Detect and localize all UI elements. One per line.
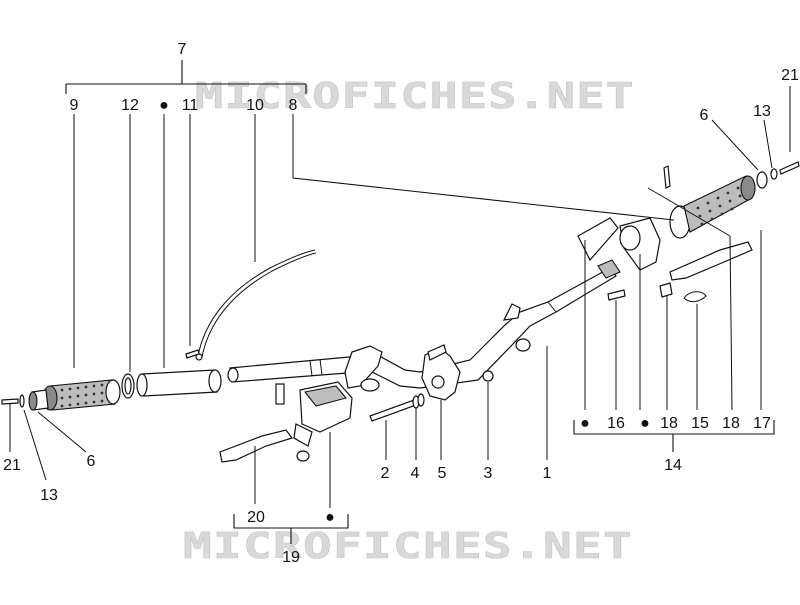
callout-6-right: 6 [700,107,709,124]
callout-2: 2 [381,465,390,482]
right-bar-end [756,171,768,189]
small-screw [185,349,200,359]
right-nut [659,282,673,298]
callout-11: 11 [182,97,199,114]
right-grip [669,175,756,239]
callout-kit-marker-bottom: ● [325,509,335,526]
left-throttle-tube [136,369,222,397]
handlebar-tube [227,259,621,392]
callout-9: 9 [70,97,79,114]
callout-19: 19 [282,549,300,566]
callout-15: 15 [691,415,709,432]
callout-3: 3 [484,465,493,482]
callout-21-right: 21 [781,67,799,84]
callout-kit-marker-right-b: ● [640,415,650,432]
long-bolt [369,399,417,422]
callout-18-b: 18 [722,415,740,432]
left-grip [42,379,121,411]
callout-5: 5 [438,465,447,482]
right-clamp [577,217,661,271]
callout-6-left: 6 [87,453,96,470]
left-screw [1,398,19,405]
callout-10: 10 [246,97,264,114]
callout-4: 4 [411,465,420,482]
callout-12: 12 [121,97,139,114]
callout-17: 17 [753,415,771,432]
callout-20: 20 [247,509,265,526]
callout-13-left: 13 [40,487,58,504]
right-bolt [607,289,626,301]
callout-14: 14 [664,457,682,474]
callout-labels: 7 9 12 ● 11 10 8 21 6 13 ● 16 ● 18 15 18… [3,41,799,566]
left-bar-end [28,389,49,411]
callout-7: 7 [178,41,187,58]
callout-13-right: 13 [753,103,771,120]
callout-kit-marker-top: ● [159,97,169,114]
callout-18-a: 18 [660,415,678,432]
left-master-cylinder [275,381,353,462]
callout-21-left: 21 [3,457,21,474]
right-washer [770,168,778,180]
watermark-top: MICROFICHES.NET [195,76,635,117]
callout-1: 1 [543,465,552,482]
throttle-cable [197,249,316,357]
watermark-bottom: MICROFICHES.NET [183,526,633,567]
left-washer [19,394,25,408]
right-spring [683,291,707,303]
callout-8: 8 [289,97,298,114]
right-screw [779,161,800,175]
center-mount [421,344,461,401]
callout-16: 16 [607,415,625,432]
left-lever [219,429,293,463]
washer-3 [482,370,494,382]
right-top-screw [663,165,671,189]
callout-kit-marker-right-a: ● [580,415,590,432]
right-lever [669,241,753,281]
leader-lines [9,60,791,544]
